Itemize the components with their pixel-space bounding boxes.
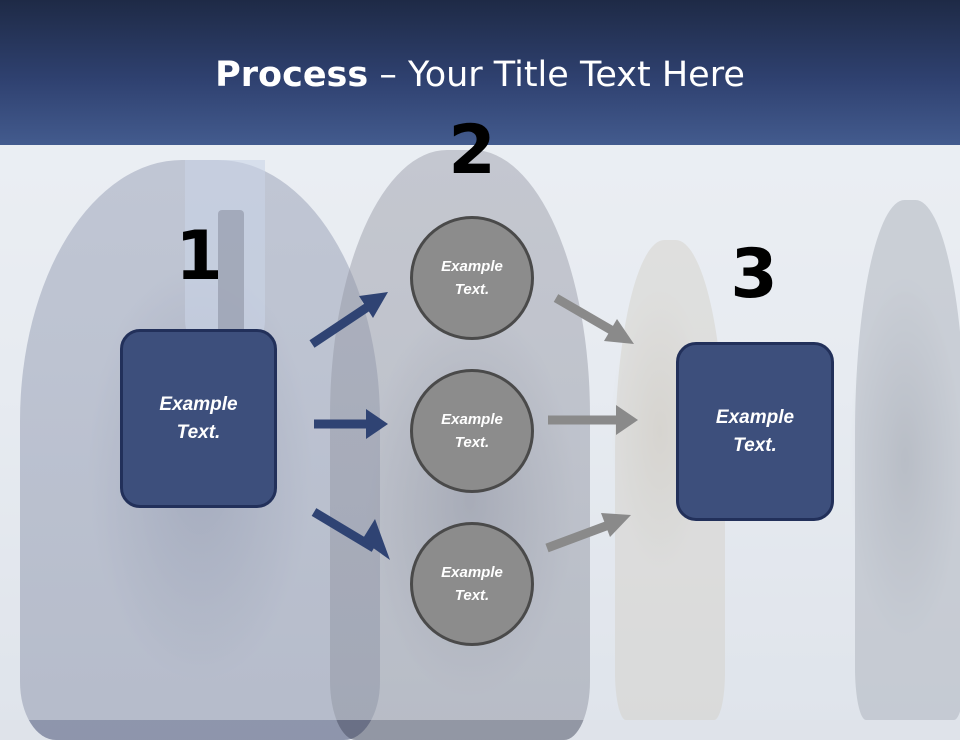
arrow-to-circle-2[interactable] <box>314 409 388 439</box>
title-bold: Process <box>215 55 369 95</box>
background-tie <box>218 210 244 350</box>
arrow-from-circle-3[interactable] <box>545 513 631 553</box>
step-number-3: 3 <box>730 235 778 314</box>
process-circle-text: Example Text. <box>441 411 503 451</box>
end-box-text: Example Text. <box>715 406 795 456</box>
arrow-from-circle-1[interactable] <box>553 294 634 344</box>
arrow-to-circle-3[interactable] <box>311 508 390 560</box>
start-box[interactable]: Example Text. <box>120 329 277 508</box>
start-box-text: Example Text. <box>159 393 238 443</box>
process-circle-text: Example Text. <box>441 258 503 298</box>
end-box[interactable]: Example Text. <box>676 342 834 521</box>
step-number-2: 2 <box>448 111 496 190</box>
process-circle-3[interactable]: Example Text. <box>410 522 534 646</box>
arrow-to-circle-1[interactable] <box>309 292 388 348</box>
slide-title[interactable]: Process – Your Title Text Here <box>0 54 960 96</box>
title-rest: – Your Title Text Here <box>368 55 745 95</box>
title-banner: Process – Your Title Text Here <box>0 0 960 145</box>
process-circle-text: Example Text. <box>441 564 503 604</box>
process-circle-1[interactable]: Example Text. <box>410 216 534 340</box>
arrows-layer <box>309 292 638 560</box>
step-number-1: 1 <box>175 217 223 296</box>
process-circle-2[interactable]: Example Text. <box>410 369 534 493</box>
background-person-right-2 <box>855 200 960 720</box>
arrow-from-circle-2[interactable] <box>548 405 638 435</box>
